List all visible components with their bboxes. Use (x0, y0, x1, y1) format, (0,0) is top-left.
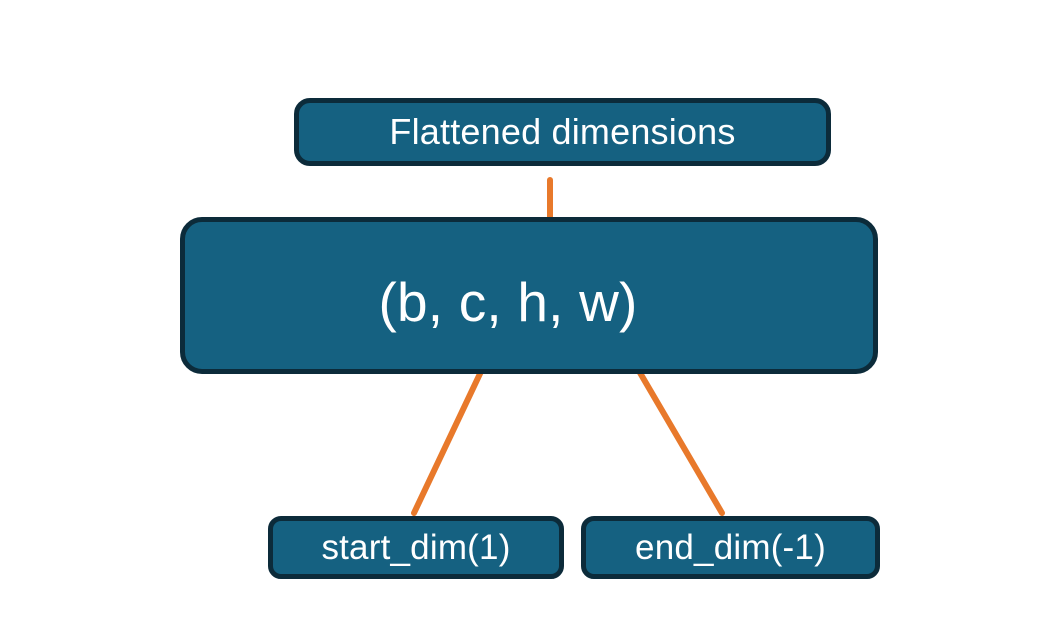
start-dim-label: start_dim(1) (321, 527, 511, 567)
shape-tuple-box[interactable]: (b, c, h, w) (180, 217, 878, 374)
flattened-dimensions-label: Flattened dimensions (389, 111, 736, 152)
end-dim-label: end_dim(-1) (635, 527, 826, 567)
shape-tuple-label: (b, c, h, w) (378, 271, 638, 333)
start-dim-box[interactable]: start_dim(1) (268, 516, 564, 579)
flattened-dimensions-box[interactable]: Flattened dimensions (294, 98, 831, 166)
end-dim-box[interactable]: end_dim(-1) (581, 516, 880, 579)
